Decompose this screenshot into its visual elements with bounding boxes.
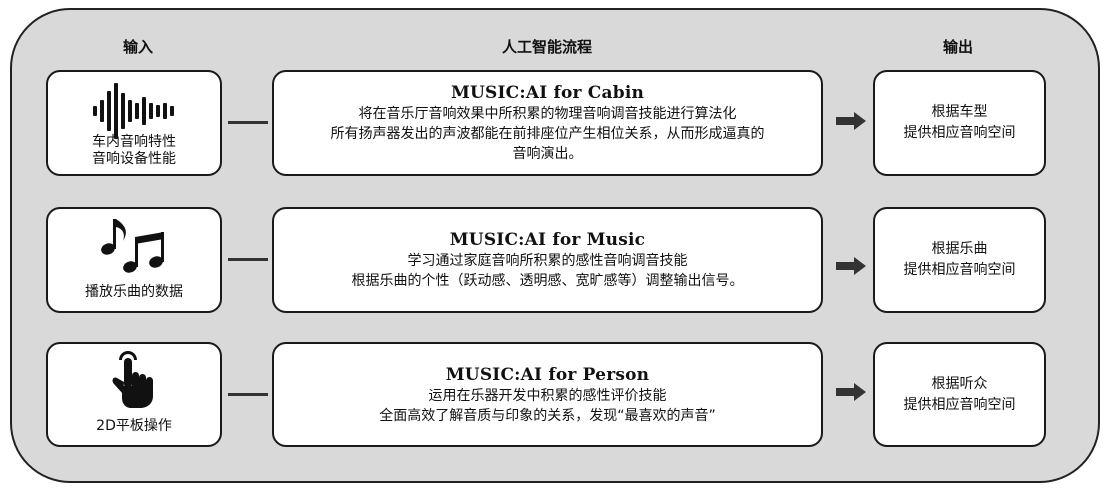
connector-line-1: [228, 121, 268, 124]
input-label-person: 2D平板操作: [96, 418, 172, 434]
process-title-music: MUSIC:AI for Music: [449, 230, 646, 250]
connector-line-3: [228, 393, 268, 396]
process-desc-line: 运用在乐器开发中积累的感性评价技能: [428, 387, 667, 404]
connector-line-2: [228, 258, 268, 261]
music-notes-icon: [48, 215, 220, 273]
sound-wave-icon: [48, 82, 220, 140]
right-arrow-icon: [836, 257, 866, 275]
process-box-cabin: MUSIC:AI for Cabin 将在音乐厅音响效果中所积累的物理音响调音技…: [272, 70, 823, 176]
output-line: 根据乐曲: [931, 241, 988, 257]
output-line: 提供相应音响空间: [903, 262, 1016, 278]
process-desc-line: 全面高效了解音质与印象的关系，发现“最喜欢的声音”: [379, 407, 716, 424]
input-box-music: 播放乐曲的数据: [46, 207, 222, 313]
process-desc-line: 所有扬声器发出的声波都能在前排座位产生相位关系，从而形成逼真的: [330, 126, 765, 142]
header-input: 输入: [122, 38, 153, 56]
process-desc-line: 音响演出。: [512, 146, 583, 162]
process-box-music: MUSIC:AI for Music 学习通过家庭音响所积累的感性音响调音技能 …: [272, 207, 823, 313]
right-arrow-icon: [836, 383, 866, 401]
right-arrow-icon: [836, 112, 866, 130]
process-title-person: MUSIC:AI for Person: [445, 364, 650, 385]
output-line: 提供相应音响空间: [903, 396, 1016, 413]
input-label-cabin: 车内音响特性 音响设备性能: [92, 134, 176, 167]
input-box-person: 2D平板操作: [46, 342, 222, 447]
output-box-person: 根据听众 提供相应音响空间: [873, 342, 1046, 447]
header-process: 人工智能流程: [501, 38, 592, 56]
process-desc-line: 根据乐曲的个性（跃动感、透明感、宽旷感等）调整输出信号。: [351, 273, 744, 289]
process-title-cabin: MUSIC:AI for Cabin: [450, 83, 645, 103]
process-desc-line: 学习通过家庭音响所积累的感性音响调音技能: [407, 253, 688, 269]
output-line: 根据听众: [931, 375, 988, 392]
output-line: 提供相应音响空间: [903, 125, 1016, 141]
process-desc-line: 将在音乐厅音响效果中所积累的物理音响调音技能进行算法化: [358, 106, 737, 122]
touch-hand-icon: [48, 350, 220, 408]
input-label-music: 播放乐曲的数据: [85, 284, 183, 300]
process-box-person: MUSIC:AI for Person 运用在乐器开发中积累的感性评价技能 全面…: [272, 342, 823, 447]
header-output: 输出: [942, 38, 973, 56]
output-box-music: 根据乐曲 提供相应音响空间: [873, 207, 1046, 313]
output-box-cabin: 根据车型 提供相应音响空间: [873, 70, 1046, 176]
output-line: 根据车型: [931, 104, 988, 120]
input-box-cabin: 车内音响特性 音响设备性能: [46, 70, 222, 176]
